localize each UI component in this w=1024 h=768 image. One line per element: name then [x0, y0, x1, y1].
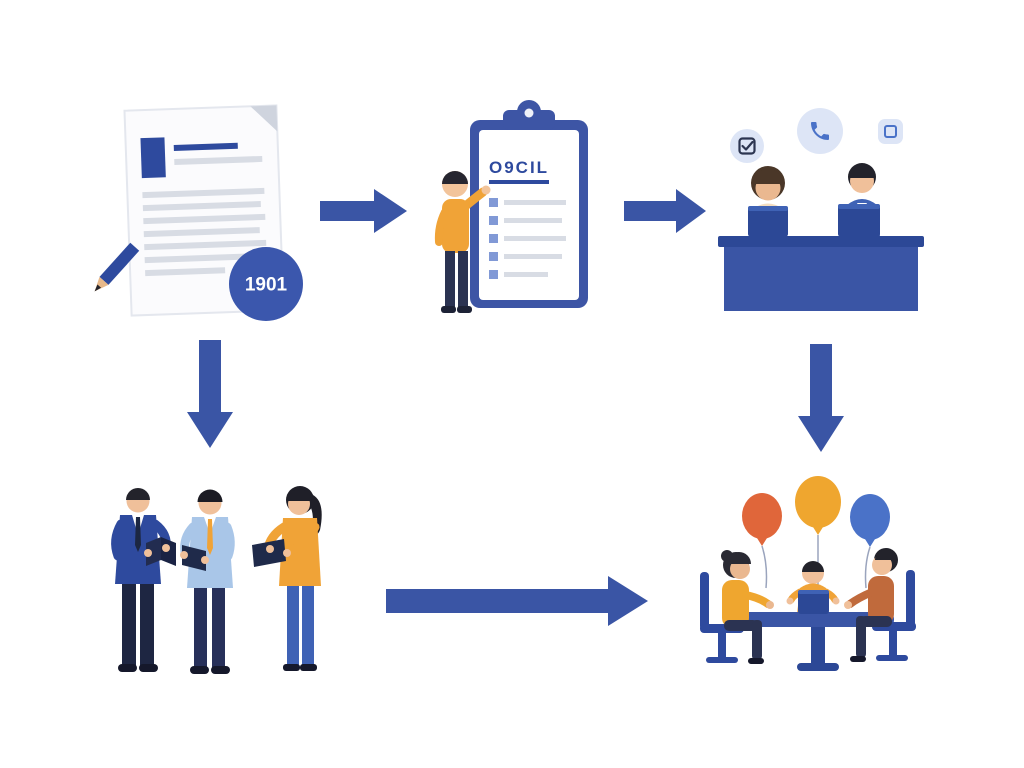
team-person-middle: [180, 489, 235, 674]
clipboard-checklist-lines: [489, 198, 566, 279]
meeting-person-right: [844, 548, 898, 662]
document-paper: [123, 104, 285, 317]
clipboard-icon: O9CIL: [470, 100, 588, 308]
balloon-orange: [742, 493, 782, 546]
meeting-laptop: [798, 590, 829, 614]
paper-fold-corner: [250, 105, 278, 132]
arrow-document-to-team: [187, 340, 233, 448]
clipboard-title: O9CIL: [489, 158, 549, 177]
year-badge-label: 1901: [245, 275, 288, 296]
arrow-team-to-meeting: [386, 576, 648, 626]
team-person-right: [252, 486, 322, 671]
pencil-icon: [94, 242, 140, 292]
dark-book: [182, 545, 206, 571]
laptop-left: [748, 206, 788, 237]
scene-clipboard: O9CIL: [434, 100, 588, 313]
app-square-icon: [878, 119, 903, 144]
open-book: [146, 537, 161, 566]
desk: [718, 236, 924, 311]
balloon-blue: [850, 494, 890, 547]
scene-desk-work: [718, 108, 924, 311]
laptop-right: [838, 204, 880, 237]
arrow-clipboard-to-desk: [624, 189, 706, 233]
scene-document: 1901: [94, 104, 303, 321]
balloon-amber: [795, 476, 841, 535]
dark-folder: [252, 539, 286, 567]
balloons: [742, 476, 890, 589]
orange-tie: [207, 519, 213, 555]
meeting-person-left: [721, 550, 774, 664]
presenter-person: [434, 171, 491, 313]
document-blue-block: [140, 137, 166, 179]
scene-team-discussion: [111, 486, 322, 674]
team-person-left: [111, 488, 176, 672]
arrow-desk-to-meeting: [798, 344, 844, 452]
arrow-document-to-clipboard: [320, 189, 407, 233]
scene-celebration-meeting: [700, 476, 916, 671]
phone-icon: [797, 108, 843, 154]
checklist-icon: [730, 129, 764, 163]
year-badge: 1901: [229, 247, 303, 321]
